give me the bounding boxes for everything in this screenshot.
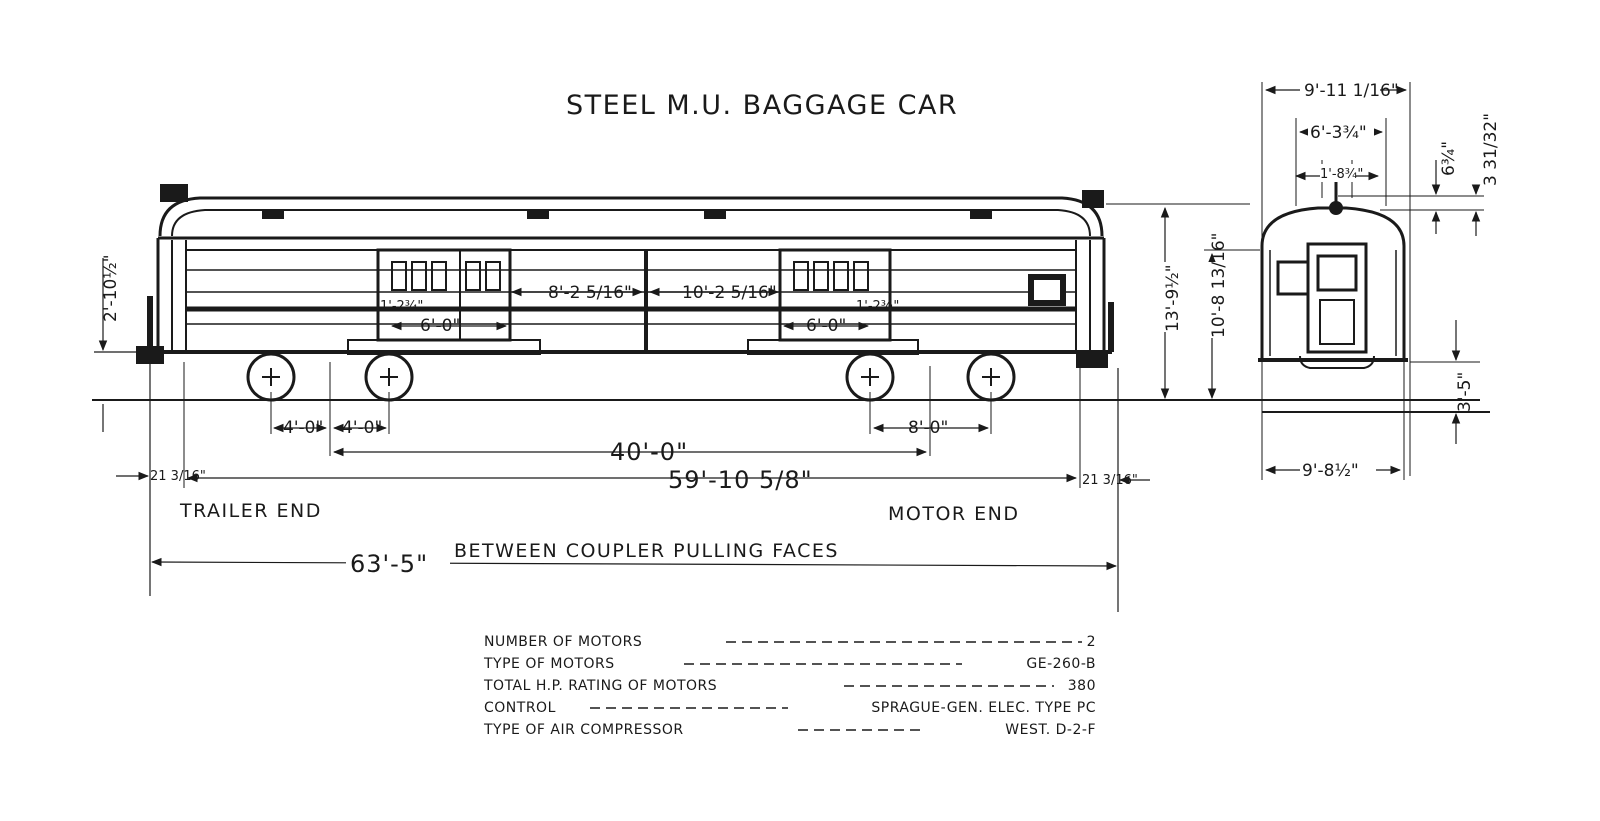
svg-text:6'-0": 6'-0" (420, 316, 460, 336)
svg-text:6'-0": 6'-0" (806, 316, 846, 336)
svg-text:8'-2 5/16": 8'-2 5/16" (548, 283, 632, 303)
svg-text:2'-10½": 2'-10½" (101, 254, 121, 322)
svg-text:10'-8 13/16": 10'-8 13/16" (1209, 233, 1229, 338)
svg-text:40'-0": 40'-0" (610, 438, 688, 466)
dim-panel-left: 8'-2 5/16" (510, 283, 644, 303)
dim-trolley-b: 3 31/32" (1481, 113, 1501, 186)
dim-floor-to-rail: 3'-5" (1410, 320, 1480, 444)
dim-coupler-length: 63'-5" BETWEEN COUPLER PULLING FACES (150, 540, 1118, 578)
trolley-pole-base (1329, 201, 1343, 215)
side-view: 2'-10½" 1'-2¾" 6'-0" 8'-2 5/16" 10'-2 5/… (92, 184, 1480, 612)
end-door (1306, 242, 1368, 354)
end-view: 9'-11 1/16" 6'-3¾" 1'-8¾" 6¾" 3 3 (1258, 78, 1501, 481)
wheels (246, 352, 1016, 402)
dim-door-b: 6'-0" (782, 316, 870, 336)
dim-floor-height: 10'-8 13/16" (1199, 233, 1260, 400)
dim-truck-centers: 40'-0" (332, 438, 928, 466)
dim-door-half-a: 1'-2¾" (380, 299, 423, 314)
trolley-base-right (1082, 190, 1104, 208)
motor-end-label: MOTOR END (888, 503, 1020, 525)
car-body (136, 238, 1114, 368)
dim-body-length: 59'-10 5/8" 21 3/16" 21 3/16" (116, 362, 1150, 612)
svg-text:6'-3¾": 6'-3¾" (1310, 123, 1367, 143)
svg-text:NUMBER OF MOTORS: NUMBER OF MOTORS (484, 634, 642, 650)
dim-height-step: 2'-10½" (94, 254, 150, 432)
dim-end-width-bottom: 9'-8½" (1261, 362, 1405, 481)
svg-text:BETWEEN COUPLER PULLING FACES: BETWEEN COUPLER PULLING FACES (454, 540, 839, 562)
coupler-right (1076, 350, 1108, 368)
spec-table: NUMBER OF MOTORS 2 TYPE OF MOTORS GE-260… (483, 634, 1096, 738)
trailer-end-label: TRAILER END (179, 500, 322, 522)
dim-end-width-mid: 6'-3¾" (1295, 118, 1387, 206)
svg-text:10'-2 5/16": 10'-2 5/16" (682, 283, 777, 303)
svg-text:4'-0": 4'-0" (283, 418, 323, 438)
dim-wheel-spacing: 4'-0" 4'-0" (270, 362, 390, 456)
truck-bolster-right (747, 339, 919, 355)
truck-bolster-left (347, 339, 541, 355)
spec-row: CONTROL SPRAGUE-GEN. ELEC. TYPE PC (484, 700, 1096, 716)
dim-panel-right: 10'-2 5/16" (648, 283, 780, 303)
end-car-body (1258, 170, 1408, 369)
svg-text:63'-5": 63'-5" (350, 550, 428, 578)
dim-door-a: 6'-0" (390, 316, 508, 336)
svg-text:GE-260-B: GE-260-B (1026, 656, 1096, 672)
spec-row: NUMBER OF MOTORS 2 (484, 634, 1096, 650)
dim-end-width-small: 1'-8¾" (1294, 160, 1380, 198)
svg-text:8'-0": 8'-0" (908, 418, 948, 438)
trolley-base-left (160, 184, 188, 202)
dim-overall-height: 13'-9½" (1106, 203, 1250, 400)
svg-text:TOTAL H.P. RATING OF MOTORS: TOTAL H.P. RATING OF MOTORS (483, 678, 717, 694)
svg-text:1'-8¾": 1'-8¾" (1320, 167, 1363, 182)
svg-text:59'-10 5/8": 59'-10 5/8" (668, 466, 813, 494)
dim-wheel-spacing-b: 8'-0" (869, 366, 992, 456)
dim-trolley-a: 6¾" (1439, 141, 1459, 176)
svg-text:9'-11 1/16": 9'-11 1/16" (1304, 81, 1399, 101)
svg-text:WEST. D-2-F: WEST. D-2-F (1005, 722, 1096, 738)
svg-text:3'-5": 3'-5" (1455, 372, 1475, 412)
spec-row: TOTAL H.P. RATING OF MOTORS 380 (483, 678, 1096, 694)
dim-trolley-heights: 6¾" 3 31/32" (1338, 113, 1501, 236)
spec-row: TYPE OF AIR COMPRESSOR WEST. D-2-F (483, 722, 1096, 738)
svg-text:SPRAGUE-GEN. ELEC. TYPE PC: SPRAGUE-GEN. ELEC. TYPE PC (871, 700, 1096, 716)
dim-end-right: 21 3/16" (1082, 473, 1138, 488)
svg-text:4'-0": 4'-0" (342, 418, 382, 438)
coupler-left (136, 346, 164, 364)
dim-end-width-top: 9'-11 1/16" (1261, 78, 1411, 476)
car-roof (158, 184, 1104, 240)
svg-text:TYPE OF MOTORS: TYPE OF MOTORS (483, 656, 615, 672)
end-side-window (1276, 260, 1310, 296)
dim-end-left: 21 3/16" (150, 469, 206, 484)
spec-row: TYPE OF MOTORS GE-260-B (483, 656, 1096, 672)
svg-text:380: 380 (1068, 678, 1096, 694)
svg-text:13'-9½": 13'-9½" (1163, 264, 1183, 332)
svg-text:TYPE OF AIR COMPRESSOR: TYPE OF AIR COMPRESSOR (483, 722, 684, 738)
dim-door-half-b: 1'-2¾" (856, 299, 899, 314)
svg-text:9'-8½": 9'-8½" (1302, 461, 1359, 481)
drawing-title: STEEL M.U. BAGGAGE CAR (566, 90, 958, 121)
svg-text:CONTROL: CONTROL (484, 700, 556, 716)
svg-text:2: 2 (1087, 634, 1096, 650)
